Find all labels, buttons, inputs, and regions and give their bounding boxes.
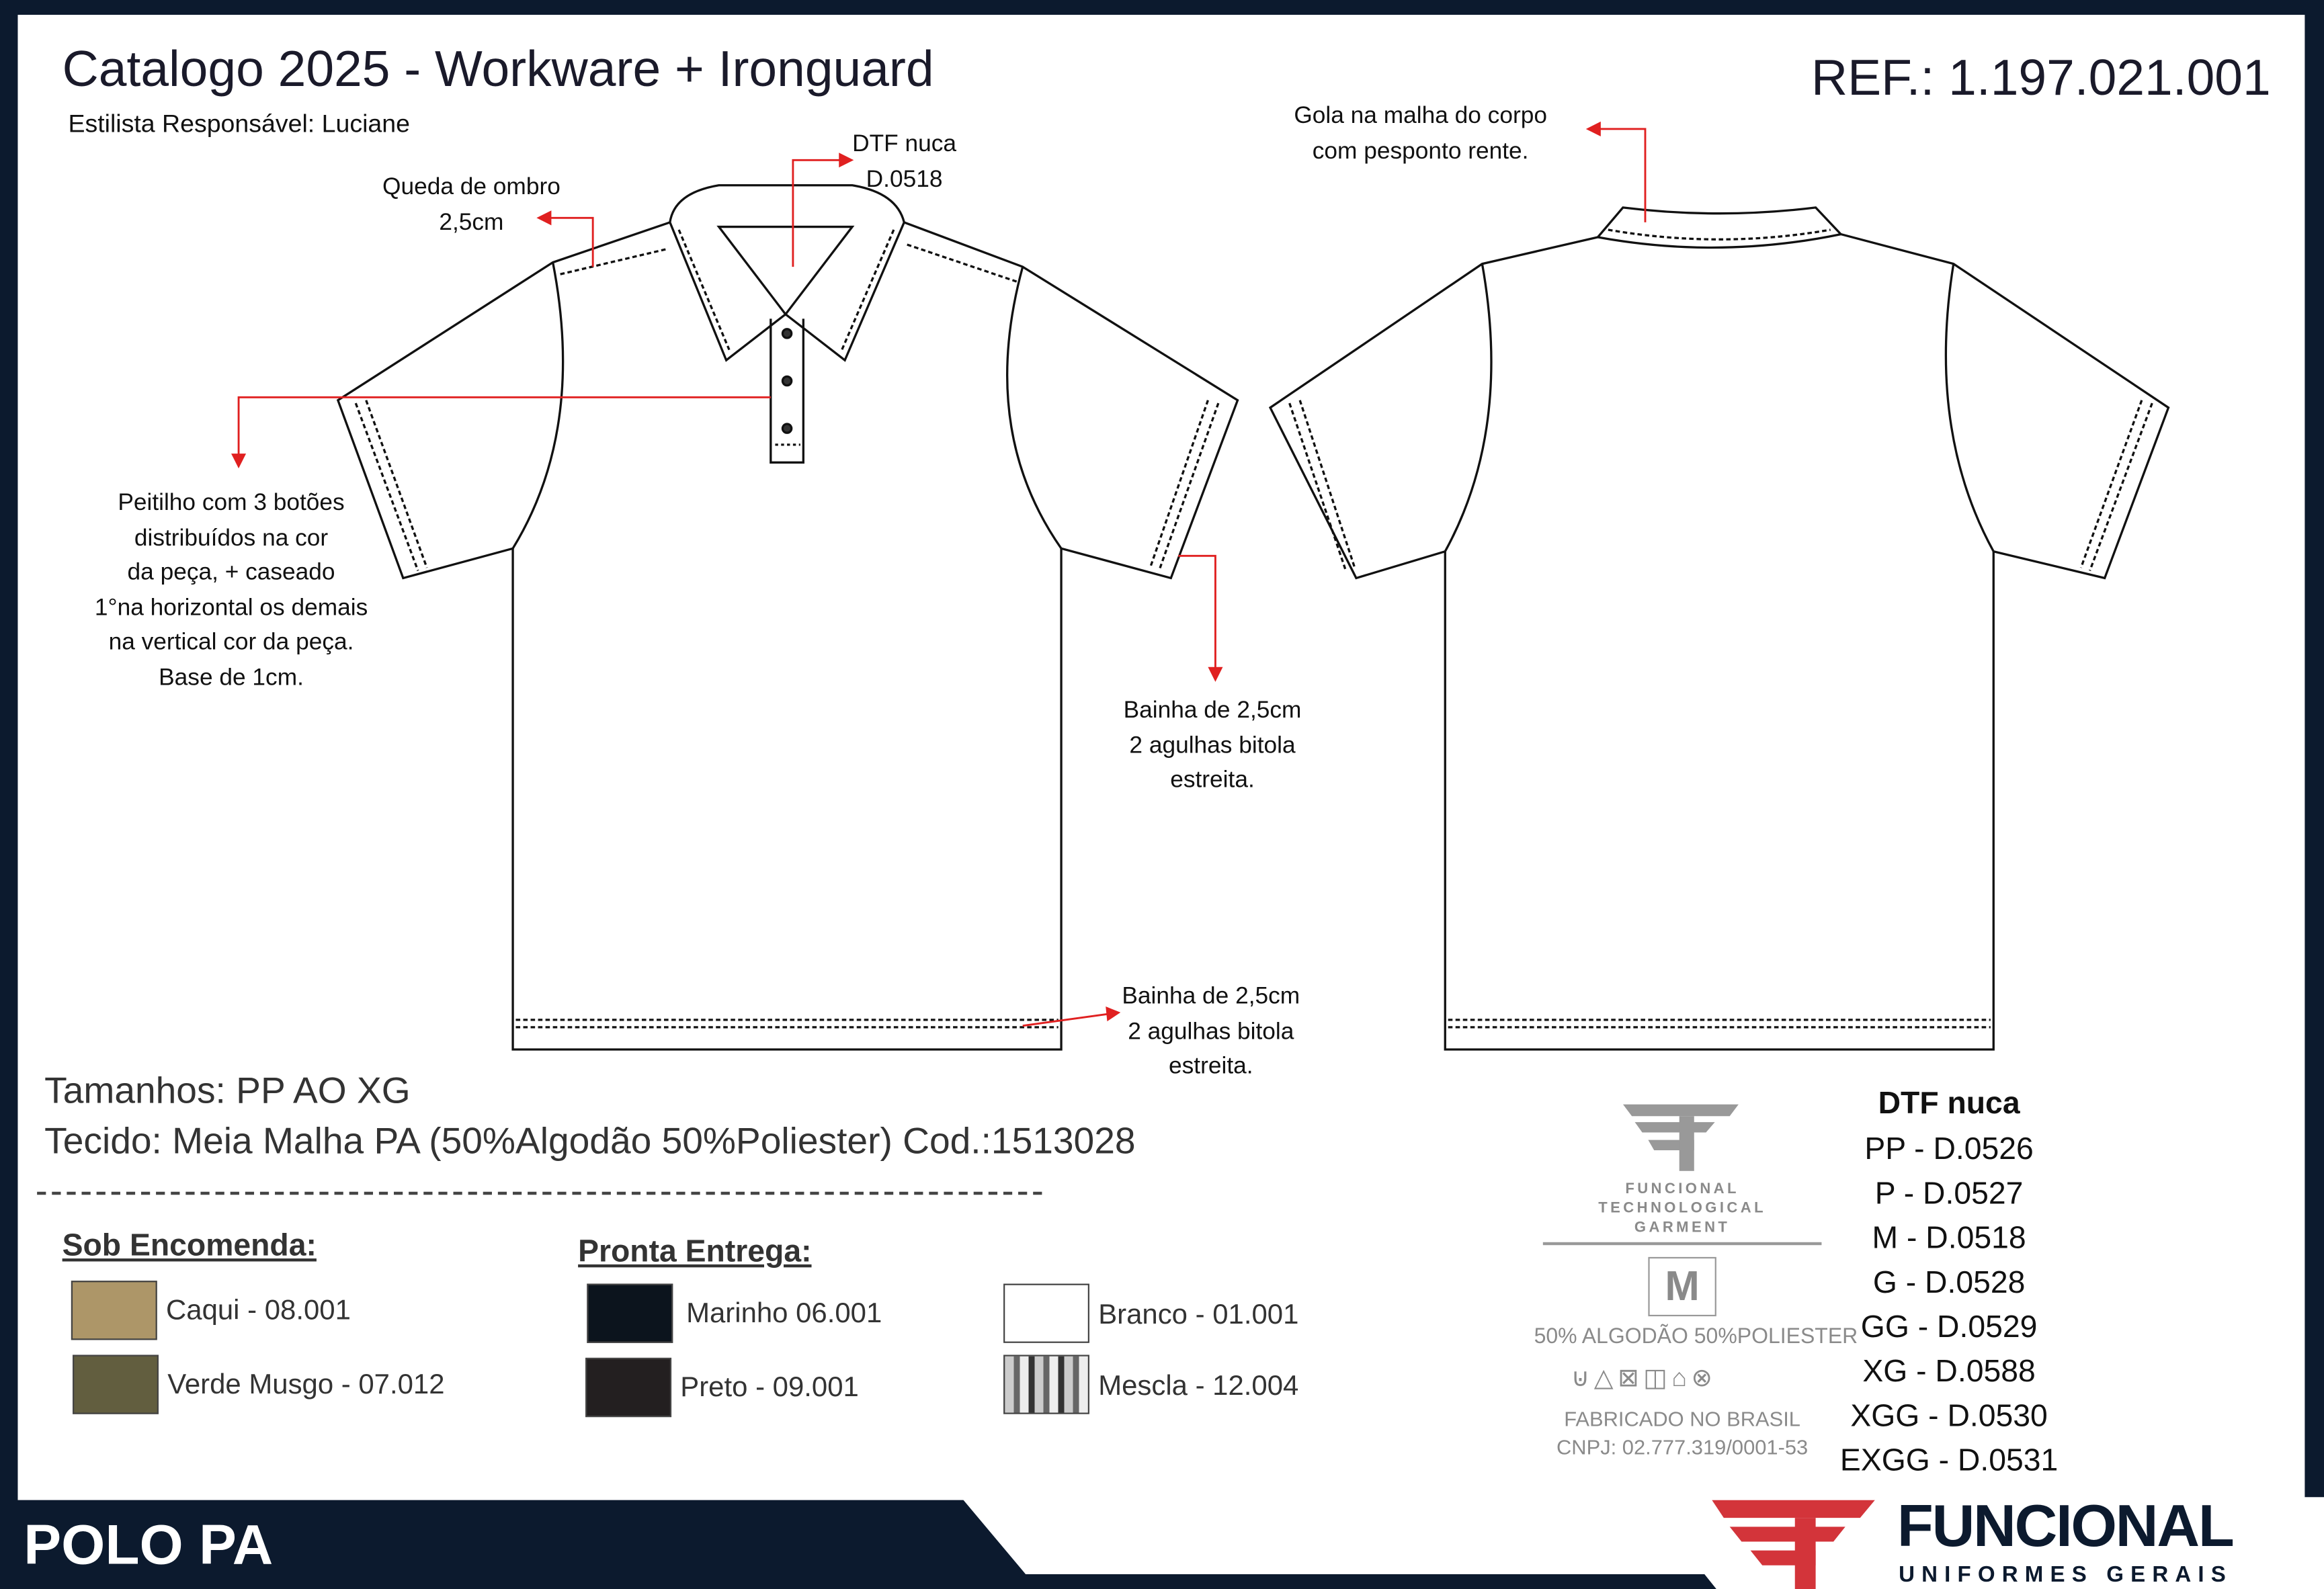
dtf-row: XG - D.0588 (1862, 1355, 2036, 1389)
swatch-label: Preto - 09.001 (680, 1372, 859, 1404)
tag-size-box: M (1648, 1256, 1716, 1317)
tag-cnpj: CNPJ: 02.777.319/0001-53 (1557, 1434, 1809, 1459)
dtf-row: PP - D.0526 (1864, 1132, 2034, 1167)
frame-left (0, 0, 18, 1589)
tag-divider (1542, 1242, 1822, 1246)
swatch-branco (1003, 1283, 1089, 1343)
brand-subtitle: UNIFORMES GERAIS (1899, 1562, 2233, 1588)
dtf-row: P - D.0527 (1874, 1176, 2024, 1211)
tag-composition: 50% ALGODÃO 50%POLIESTER (1534, 1325, 1858, 1349)
fabric-spec: Tecido: Meia Malha PA (50%Algodão 50%Pol… (44, 1120, 1136, 1162)
funcional-gray-logo (1622, 1104, 1739, 1171)
back-polo-drawing (1268, 206, 2170, 1051)
product-name: POLO PA (24, 1514, 274, 1578)
dtf-table-title: DTF nuca (1878, 1086, 2020, 1121)
annotation-arrows (231, 121, 1647, 1027)
brand-name: FUNCIONAL (1897, 1494, 2235, 1559)
stylist: Estilista Responsável: Luciane (68, 110, 410, 138)
dtf-row: G - D.0528 (1872, 1266, 2026, 1300)
swatch-label: Marinho 06.001 (686, 1298, 882, 1330)
swatch-verde-musgo (73, 1355, 159, 1414)
swatch-marinho (587, 1283, 673, 1343)
swatch-label: Caqui - 08.001 (166, 1295, 351, 1327)
swatch-label: Verde Musgo - 07.012 (167, 1369, 445, 1401)
swatch-label: Mescla - 12.004 (1098, 1371, 1299, 1403)
dtf-row: GG - D.0529 (1860, 1310, 2038, 1345)
dtf-row: M - D.0518 (1872, 1221, 2026, 1256)
frame-right (2305, 0, 2324, 1498)
tag-made-in: FABRICADO NO BRASIL (1564, 1406, 1800, 1430)
front-polo-drawing (336, 184, 1239, 1051)
dtf-row: XGG - D.0530 (1850, 1399, 2048, 1434)
care-icons: ⊍△⊠◫⌂⊗ (1571, 1363, 1717, 1392)
sizes-spec: Tamanhos: PP AO XG (44, 1070, 411, 1112)
page-title: Catalogo 2025 - Workware + Ironguard (62, 41, 934, 98)
reference-code: REF.: 1.197.021.001 (1811, 50, 2271, 107)
funcional-red-logo (1712, 1500, 1875, 1589)
swatch-caqui (71, 1281, 157, 1340)
swatch-mescla (1003, 1355, 1089, 1414)
pronta-entrega-title: Pronta Entrega: (578, 1234, 812, 1269)
swatch-label: Branco - 01.001 (1098, 1299, 1299, 1332)
dtf-row: EXGG - D.0531 (1839, 1443, 2059, 1478)
frame-top (0, 0, 2324, 15)
divider (37, 1191, 1042, 1195)
swatch-preto (585, 1357, 672, 1418)
sob-encomenda-title: Sob Encomenda: (62, 1228, 317, 1263)
